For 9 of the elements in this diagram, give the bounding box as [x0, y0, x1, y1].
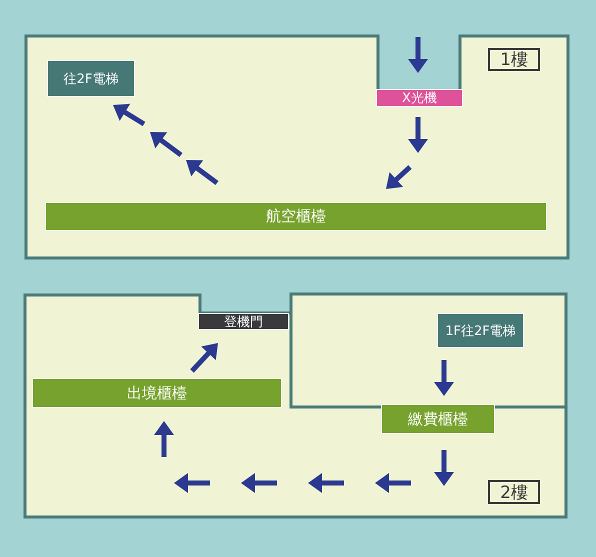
- elevator-box: 1F往2F電梯: [437, 313, 524, 348]
- floor-label: 2樓: [488, 480, 540, 504]
- counter-box: 繳費櫃檯: [381, 404, 495, 434]
- floor-label: 1樓: [488, 48, 540, 71]
- elevator-box: 往2F電梯: [47, 60, 135, 97]
- counter-box: 航空櫃檯: [45, 202, 547, 231]
- xray-box: X光機: [376, 89, 463, 107]
- counter-box: 出境櫃檯: [32, 378, 282, 408]
- gate-box: 登機門: [198, 313, 289, 330]
